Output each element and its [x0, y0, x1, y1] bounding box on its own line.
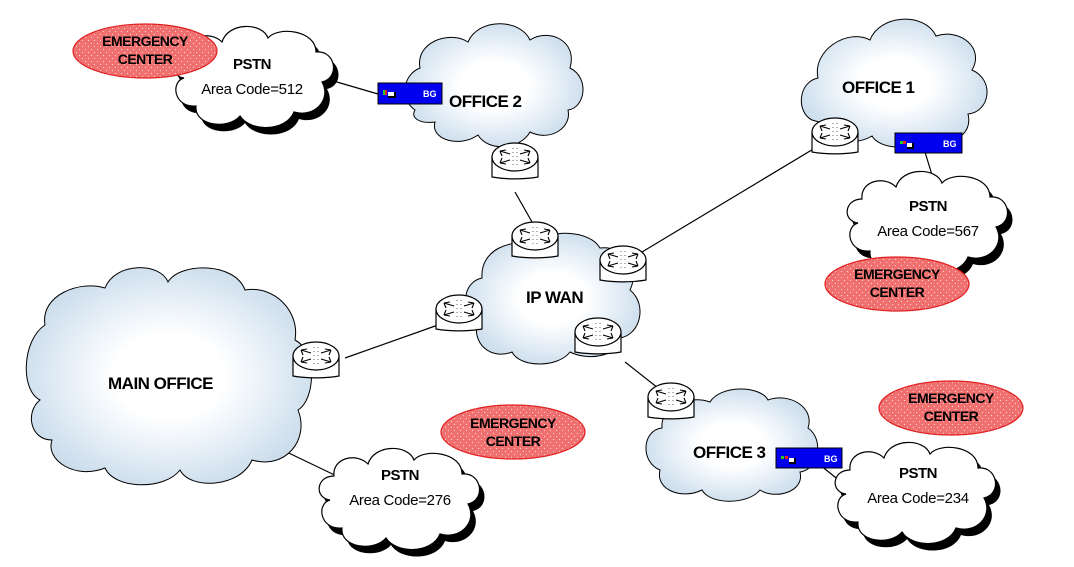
pstn512-area: Area Code=512: [201, 81, 303, 98]
office-cloud-main: MAIN OFFICE: [25, 267, 312, 486]
router-wan-top[interactable]: [511, 221, 559, 259]
pstn-cloud-512: PSTN Area Code=512: [172, 25, 340, 136]
pstn567-title: PSTN: [909, 198, 947, 215]
router-icon: [435, 294, 483, 332]
main-office-label: MAIN OFFICE: [108, 374, 213, 393]
router-office2[interactable]: [491, 142, 539, 180]
emergency-center-234: EMERGENCY CENTER: [878, 380, 1024, 436]
office-cloud-office1: OFFICE 1: [800, 18, 988, 148]
link-office1-router-wan: [641, 144, 821, 253]
pstn-cloud-567: PSTN Area Code=567: [846, 170, 1014, 281]
router-icon: [599, 245, 647, 283]
gateway-icon: [383, 90, 396, 98]
router-office1[interactable]: [811, 117, 859, 155]
emergency-567-line2: CENTER: [870, 284, 925, 300]
router-office3[interactable]: [647, 382, 695, 420]
pstn512-title: PSTN: [233, 56, 271, 73]
router-icon: [811, 117, 859, 155]
gateway-icon: [900, 141, 914, 149]
emergency-234-line2: CENTER: [924, 408, 979, 424]
emergency-276-line2: CENTER: [486, 433, 541, 449]
wan-label: IP WAN: [526, 288, 583, 307]
emergency-512-line2: CENTER: [118, 51, 173, 67]
gateway-office1-label: BG: [943, 139, 957, 149]
router-icon: [511, 221, 559, 259]
pstn-cloud-276: PSTN Area Code=276: [318, 447, 486, 558]
pstn567-area: Area Code=567: [877, 223, 979, 240]
gateway-office3[interactable]: BG: [775, 447, 843, 469]
pstn234-area: Area Code=234: [867, 490, 969, 507]
emergency-center-276: EMERGENCY CENTER: [440, 404, 586, 460]
emergency-center-567: EMERGENCY CENTER: [824, 256, 970, 312]
emergency-512-line1: EMERGENCY: [102, 33, 189, 49]
office1-label: OFFICE 1: [842, 78, 915, 97]
emergency-234-line1: EMERGENCY: [908, 390, 995, 406]
router-icon: [491, 142, 539, 180]
link-office2-router-wan: [514, 191, 533, 223]
pstn-cloud-234: PSTN Area Code=234: [834, 441, 1002, 552]
router-wan-bottom[interactable]: [574, 317, 622, 355]
gateway-office2-label: BG: [423, 89, 437, 99]
router-main-office[interactable]: [292, 341, 340, 379]
office3-label: OFFICE 3: [693, 443, 766, 462]
gateway-icon: [781, 456, 796, 464]
link-pstn512-gateway: [329, 79, 379, 95]
emergency-276-line1: EMERGENCY: [470, 415, 557, 431]
router-icon: [574, 317, 622, 355]
pstn276-area: Area Code=276: [349, 492, 451, 509]
emergency-center-512: EMERGENCY CENTER: [72, 23, 218, 79]
emergency-567-line1: EMERGENCY: [854, 266, 941, 282]
router-wan-right[interactable]: [599, 245, 647, 283]
router-icon: [292, 341, 340, 379]
router-wan-left[interactable]: [435, 294, 483, 332]
link-office1-gateway-pstn: [924, 151, 933, 176]
office2-label: OFFICE 2: [449, 92, 522, 111]
gateway-office3-label: BG: [824, 454, 838, 464]
link-wan-office3-router: [624, 361, 659, 389]
link-wan-main-router: [344, 324, 439, 359]
router-icon: [647, 382, 695, 420]
pstn276-title: PSTN: [381, 467, 419, 484]
gateway-office2[interactable]: BG: [377, 82, 443, 105]
gateway-office1[interactable]: BG: [894, 132, 963, 154]
pstn234-title: PSTN: [899, 465, 937, 482]
office-cloud-office2: OFFICE 2: [404, 23, 584, 148]
